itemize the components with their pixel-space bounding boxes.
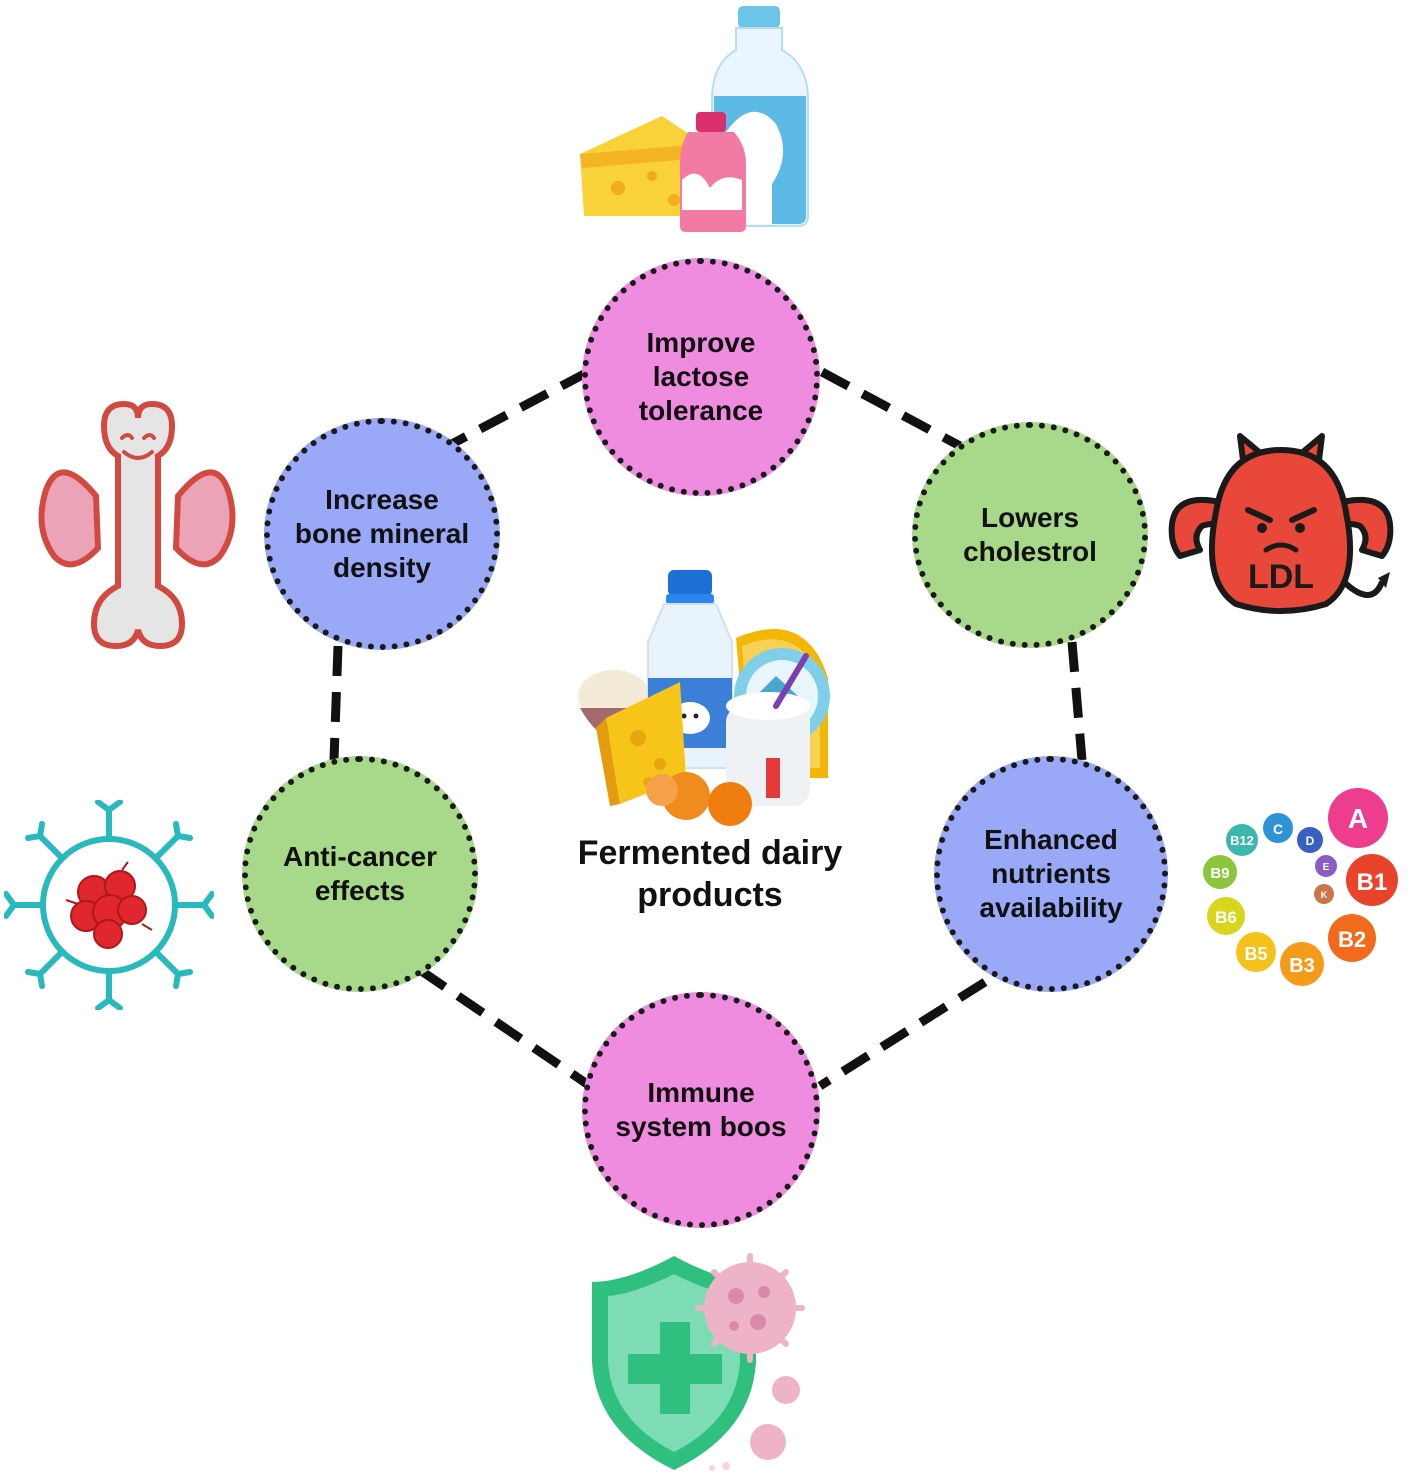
node-lowers-cholesterol: Lowers cholestrol (912, 422, 1148, 648)
vitamin-b3-label: B3 (1289, 955, 1315, 977)
ldl-devil-icon: LDL (1168, 433, 1394, 614)
cancer-cell-icon (4, 800, 214, 1010)
vitamin-k-label: K (1321, 890, 1328, 900)
node-label: Improve lactose tolerance (638, 327, 764, 426)
vitamin-c-label: C (1273, 821, 1283, 837)
fermented-dairy-icon (578, 570, 830, 826)
node-anti-cancer: Anti-cancer effects (242, 756, 478, 992)
happy-bone-icon (38, 400, 236, 650)
vitamin-a-label: A (1348, 803, 1368, 834)
node-label: Anti-cancer effects (282, 841, 438, 906)
node-lactose-tolerance: Improve lactose tolerance (582, 258, 820, 496)
immune-shield-icon (592, 1253, 805, 1471)
ldl-text: LDL (1248, 558, 1314, 596)
node-label: Enhanced nutrients availability (979, 824, 1123, 923)
vitamin-b9-label: B9 (1210, 865, 1229, 882)
vitamin-b2-label: B2 (1338, 927, 1366, 952)
vitamins-icon: A B1 B2 B3 B5 B6 B9 B12 C D E K (1203, 788, 1398, 986)
node-label: Lowers cholestrol (963, 502, 1097, 567)
vitamin-d-label: D (1306, 834, 1315, 848)
node-immune-system: Immune system boos (582, 992, 820, 1228)
vitamin-b5-label: B5 (1244, 944, 1267, 964)
vitamin-b12-label: B12 (1230, 833, 1254, 848)
vitamin-b1-label: B1 (1357, 869, 1388, 896)
center-label: Fermented dairy products (577, 834, 843, 914)
vitamin-b6-label: B6 (1215, 908, 1237, 927)
dairy-products-icon (580, 6, 809, 232)
node-label: Immune system boos (615, 1077, 787, 1142)
node-enhanced-nutrients: Enhanced nutrients availability (934, 756, 1168, 992)
vitamin-e-label: E (1323, 862, 1330, 873)
node-label: Increase bone mineral density (294, 484, 470, 583)
node-bone-density: Increase bone mineral density (264, 418, 500, 650)
